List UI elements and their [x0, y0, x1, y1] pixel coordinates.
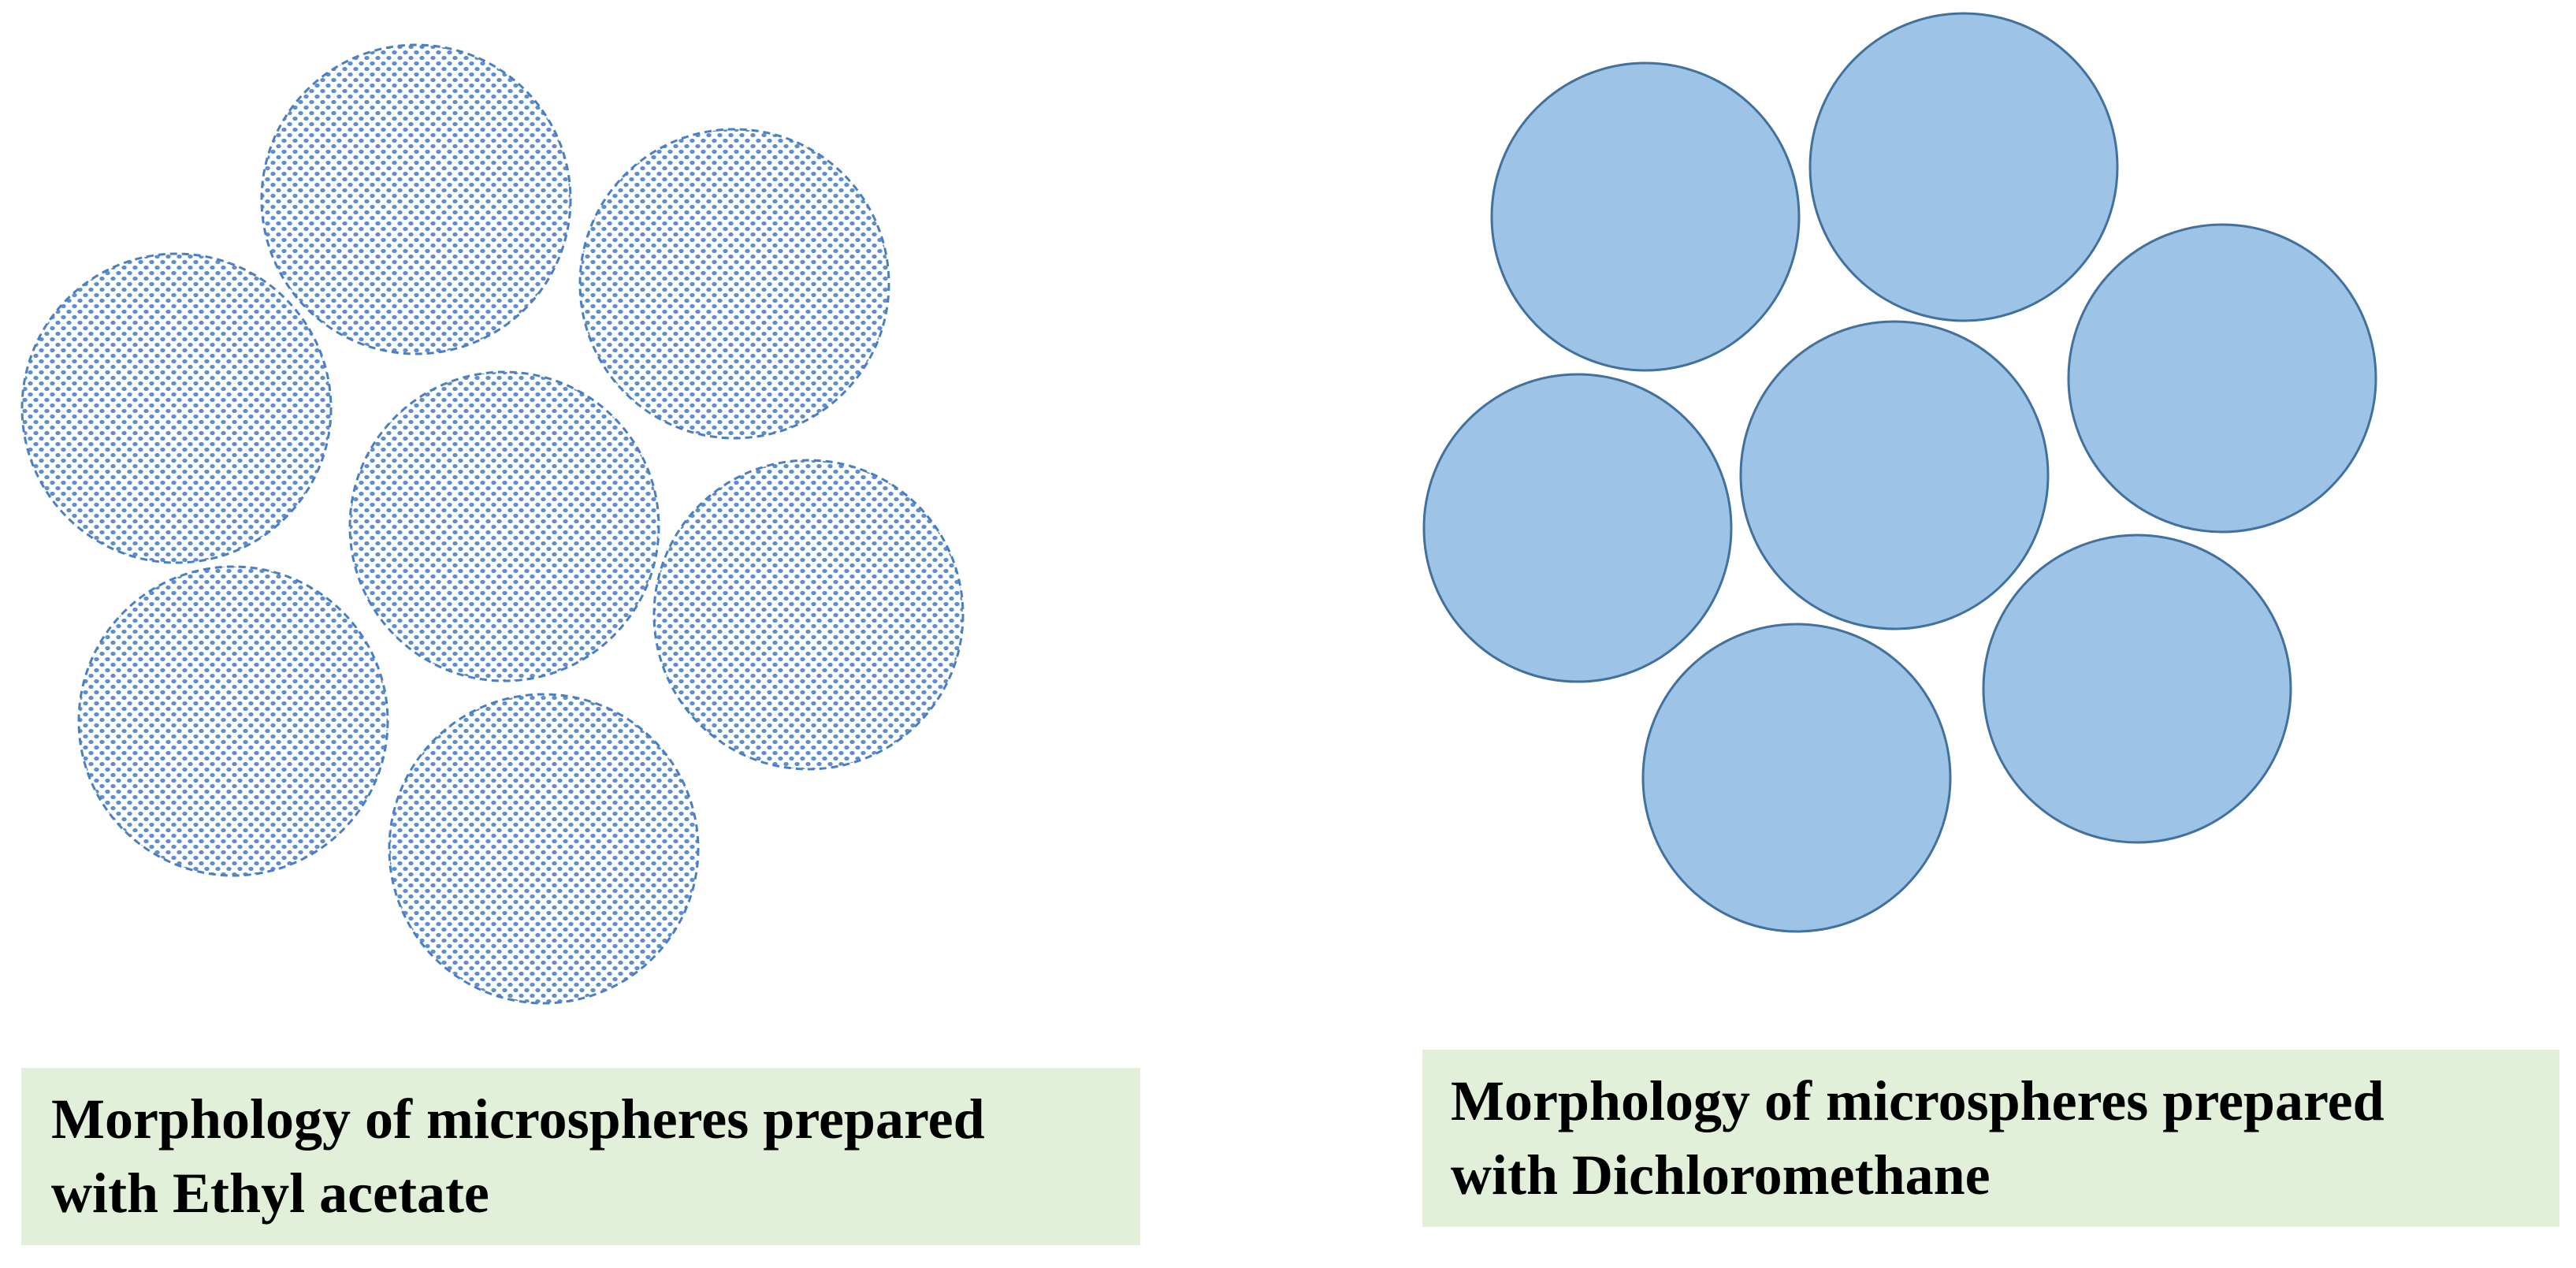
- caption-dichloromethane-line-2: with Dichloromethane: [1451, 1143, 1991, 1207]
- dichloromethane-microspheres: [1422, 12, 2377, 933]
- microsphere-dcm-6: [1982, 534, 2292, 844]
- microsphere-dcm-7: [1641, 623, 1952, 933]
- caption-ethyl-acetate-line-1: Morphology of microspheres prepared: [51, 1088, 985, 1151]
- microsphere-ea-7: [388, 693, 700, 1005]
- microsphere-ea-1: [260, 43, 572, 355]
- caption-ethyl-acetate-line-2: with Ethyl acetate: [51, 1162, 489, 1225]
- microsphere-ea-3: [20, 252, 333, 564]
- microsphere-dcm-5: [1739, 320, 2050, 630]
- microsphere-dcm-3: [2067, 223, 2377, 534]
- caption-dichloromethane: Morphology of microspheres prepared with…: [1422, 1050, 2559, 1227]
- microsphere-dcm-4: [1422, 373, 1733, 683]
- microsphere-dcm-1: [1490, 61, 1801, 372]
- caption-ethyl-acetate: Morphology of microspheres prepared with…: [21, 1068, 1140, 1245]
- microsphere-ea-6: [77, 565, 389, 877]
- caption-dichloromethane-line-1: Morphology of microspheres prepared: [1451, 1069, 2385, 1132]
- microsphere-ea-5: [652, 459, 965, 771]
- microsphere-ea-2: [578, 128, 890, 440]
- microsphere-ea-4: [348, 370, 660, 682]
- microsphere-dcm-2: [1808, 12, 2119, 322]
- ethyl-acetate-microspheres: [20, 43, 965, 1005]
